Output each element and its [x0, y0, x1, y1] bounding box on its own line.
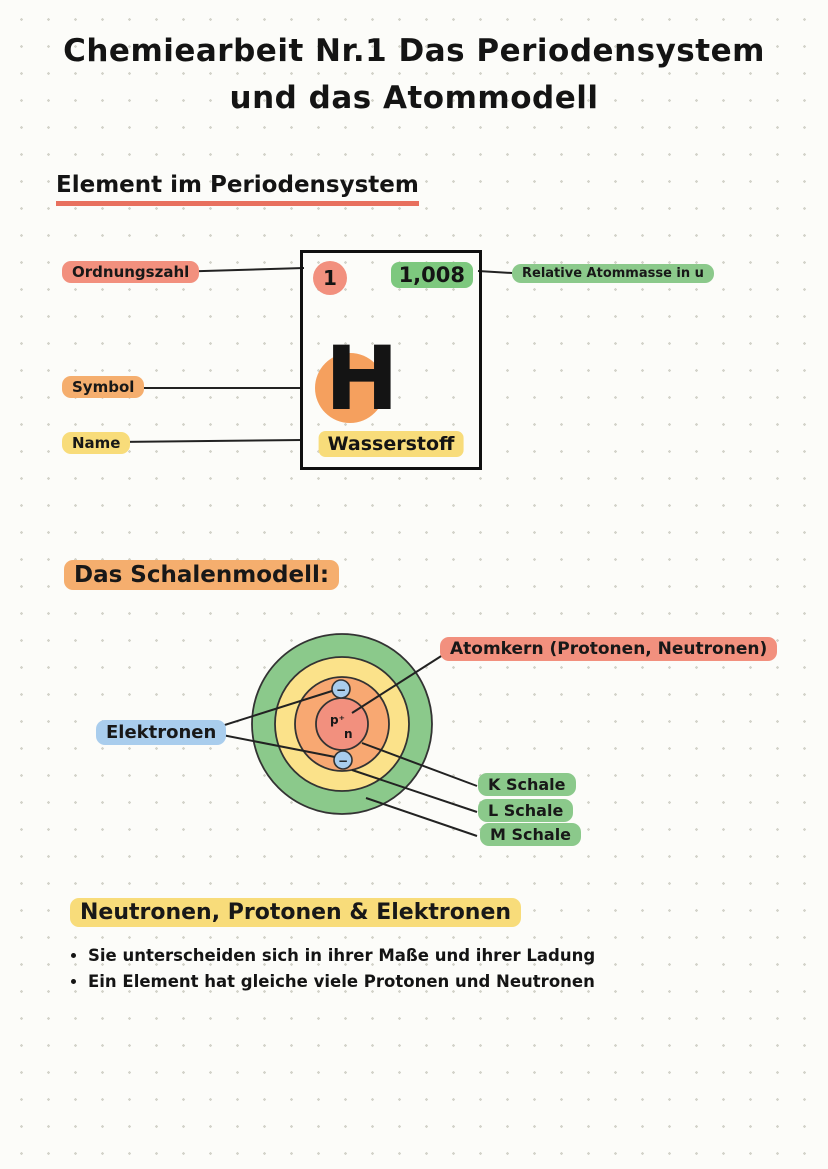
connector-name — [111, 439, 303, 443]
label-atomkern: Atomkern (Protonen, Neutronen) — [440, 637, 778, 661]
label-elektronen: Elektronen — [96, 720, 227, 745]
proton-label: p⁺ — [330, 713, 345, 727]
label-symbol: Symbol — [62, 376, 145, 398]
connector-atommasse — [477, 270, 513, 274]
section-heading-element: Element im Periodensystem — [56, 172, 419, 206]
section-heading-particles-text: Neutronen, Protonen & Elektronen — [70, 898, 522, 927]
label-relative-atommasse: Relative Atommasse in u — [512, 264, 714, 283]
connector-k-schale — [361, 742, 478, 787]
label-k-schale: K Schale — [478, 773, 576, 796]
bullet-item: Ein Element hat gleiche viele Protonen u… — [88, 972, 595, 991]
label-ordnungszahl: Ordnungszahl — [62, 261, 200, 283]
shell-ring-l — [274, 656, 410, 792]
nucleus — [315, 697, 369, 751]
shell-ring-k — [294, 676, 390, 772]
label-name: Name — [62, 432, 131, 454]
atomic-number-badge: 1 — [313, 261, 347, 295]
symbol-highlight-blob — [315, 353, 385, 423]
electron-icon — [333, 750, 353, 770]
connector-l-schale — [351, 769, 478, 813]
bullet-item: Sie unterscheiden sich in ihrer Maße und… — [88, 946, 595, 965]
section-heading-particles: Neutronen, Protonen & Elektronen — [70, 898, 522, 927]
particles-bullet-list: Sie unterscheiden sich in ihrer Maße und… — [66, 946, 595, 998]
label-l-schale: L Schale — [478, 799, 574, 822]
page-title-line1: Chemiearbeit Nr.1 Das Periodensystem — [63, 33, 765, 69]
neutron-label: n — [344, 727, 353, 741]
electron-charge: − — [336, 683, 346, 697]
element-symbol: H — [325, 327, 399, 430]
section-heading-shell-model-text: Das Schalenmodell: — [64, 560, 340, 590]
label-m-schale: M Schale — [480, 823, 582, 846]
connector-atomkern — [351, 652, 447, 714]
atomic-mass-badge: 1,008 — [390, 262, 473, 288]
element-card-hydrogen: 1 1,008 H Wasserstoff — [300, 250, 482, 470]
electron-icon — [331, 679, 351, 699]
section-heading-element-text: Element im Periodensystem — [56, 172, 419, 206]
electron-charge: − — [338, 754, 348, 768]
shell-ring-m — [251, 633, 433, 815]
section-heading-shell-model: Das Schalenmodell: — [64, 560, 340, 590]
connector-m-schale — [365, 797, 478, 837]
page-title: Chemiearbeit Nr.1 Das Periodensystem und… — [0, 28, 828, 121]
element-name-badge: Wasserstoff — [318, 431, 464, 457]
connector-elektronen-bottom — [211, 732, 336, 758]
connector-elektronen-top — [211, 690, 333, 730]
page-title-line2: und das Atommodell — [229, 79, 599, 116]
